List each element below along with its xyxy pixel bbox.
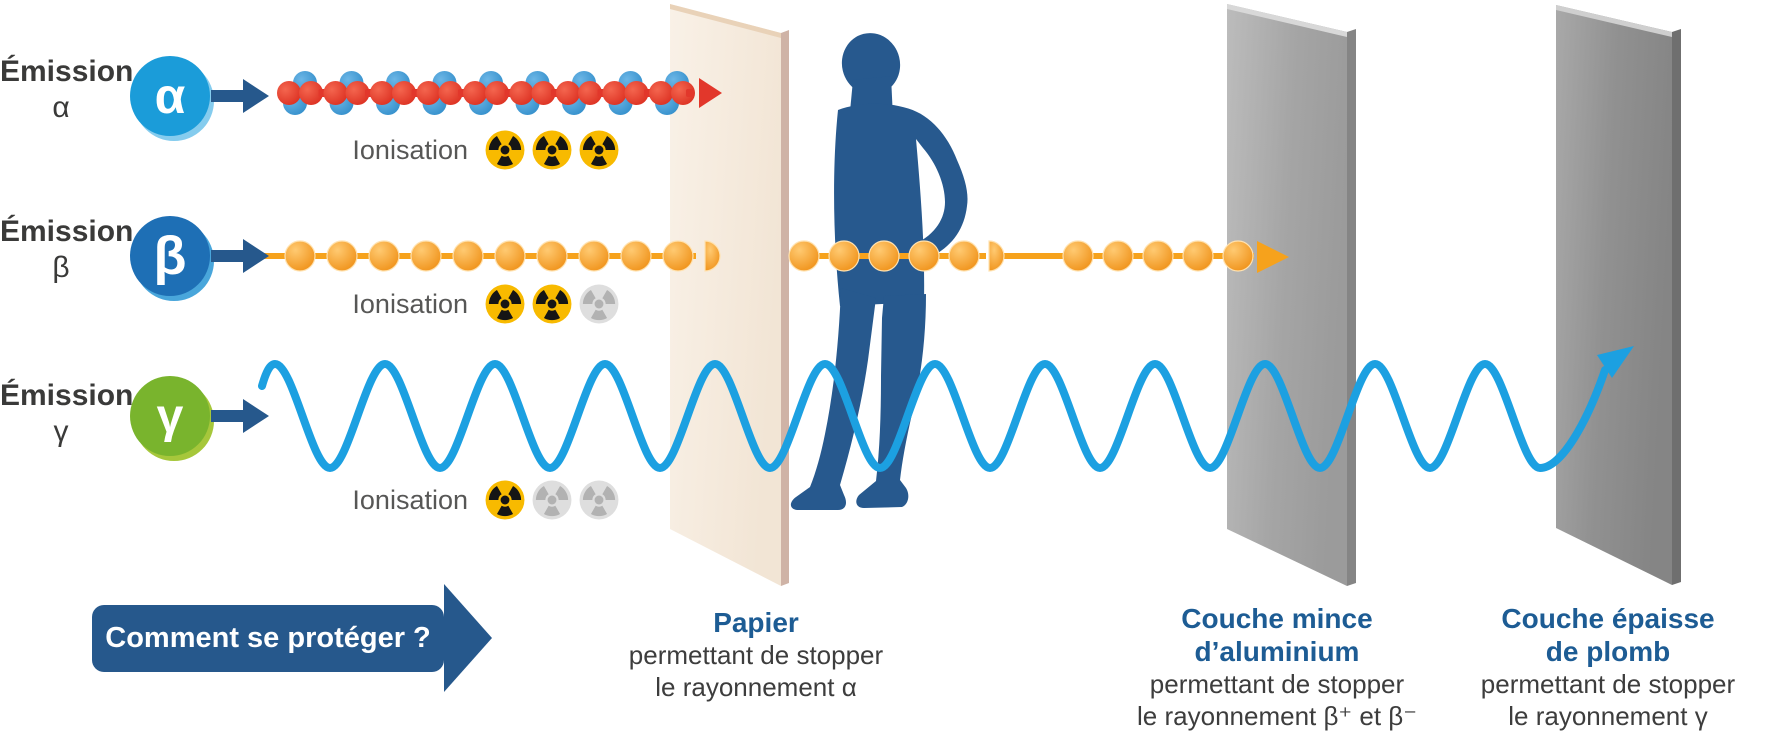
emission-word: Émission [0, 379, 134, 412]
beta-badge: β [130, 216, 210, 296]
caption-title-line2: d’aluminium [1194, 636, 1360, 667]
caption-body-line1: permettant de stopper [1480, 669, 1736, 699]
gamma-emit-arrow [211, 410, 244, 422]
gamma-badge: γ [130, 376, 210, 456]
radioactivity-icon [532, 480, 572, 520]
radioactivity-icon [532, 130, 572, 170]
caption-body-line2: le rayonnement γ [1508, 701, 1708, 731]
radioactivity-icon [532, 284, 572, 324]
question-arrowhead-icon [444, 584, 492, 692]
beta-particle-chain [262, 240, 1289, 273]
caption-title: Papier [713, 607, 799, 638]
gamma-wave [258, 346, 1634, 473]
caption-body-line1: permettant de stopper [628, 640, 884, 670]
alpha-badge: α [130, 56, 210, 136]
alpha-emit-arrow [211, 90, 244, 102]
emission-alpha-label: Émission α [0, 54, 134, 126]
caption-body-line1: permettant de stopper [1149, 669, 1405, 699]
emission-symbol-beta: β [52, 251, 70, 284]
ionisation-label: Ionisation [352, 484, 468, 515]
caption-aluminium: Couche mince d’aluminium permettant de s… [1105, 602, 1449, 732]
ionisation-label: Ionisation [352, 134, 468, 165]
emission-beta-label: Émission β [0, 214, 134, 286]
silhouette-back-leg [856, 294, 926, 508]
caption-body-line2: le rayonnement α [655, 672, 857, 702]
ionisation-row-alpha: Ionisation [280, 130, 619, 170]
silhouette-torso-arm [834, 103, 968, 306]
radioactivity-icon [579, 480, 619, 520]
aluminium-sheet [1227, 4, 1356, 586]
caption-paper: Papier permettant de stopper le rayonnem… [600, 606, 912, 703]
caption-title: Couche mince [1181, 603, 1373, 634]
radioactivity-icon [485, 284, 525, 324]
radioactivity-icon [485, 130, 525, 170]
beta-emit-arrowhead-icon [243, 239, 269, 273]
caption-body-line2: le rayonnement β⁺ et β⁻ [1137, 701, 1417, 731]
lead-sheet [1556, 5, 1681, 585]
radioactivity-icon [579, 284, 619, 324]
emission-word: Émission [0, 55, 134, 88]
question-arrow-banner: Comment se protéger ? [92, 605, 444, 672]
emission-word: Émission [0, 215, 134, 248]
ionisation-row-beta: Ionisation [280, 284, 619, 324]
caption-lead: Couche épaisse de plomb permettant de st… [1440, 602, 1768, 732]
gamma-emit-arrowhead-icon [243, 399, 269, 433]
alpha-emit-arrowhead-icon [243, 79, 269, 113]
emission-symbol-gamma: γ [53, 415, 69, 448]
silhouette-front-leg [790, 288, 876, 510]
caption-title-line2: de plomb [1545, 636, 1671, 667]
radioactivity-icon [579, 130, 619, 170]
ionisation-label: Ionisation [352, 288, 468, 319]
caption-title: Couche épaisse [1501, 603, 1715, 634]
beta-emit-arrow [211, 250, 244, 262]
ionisation-row-gamma: Ionisation [280, 480, 619, 520]
radioactivity-icon [485, 480, 525, 520]
emission-gamma-label: Émission γ [0, 378, 134, 450]
alpha-particle-chain [277, 71, 722, 115]
emission-symbol-alpha: α [52, 91, 70, 124]
